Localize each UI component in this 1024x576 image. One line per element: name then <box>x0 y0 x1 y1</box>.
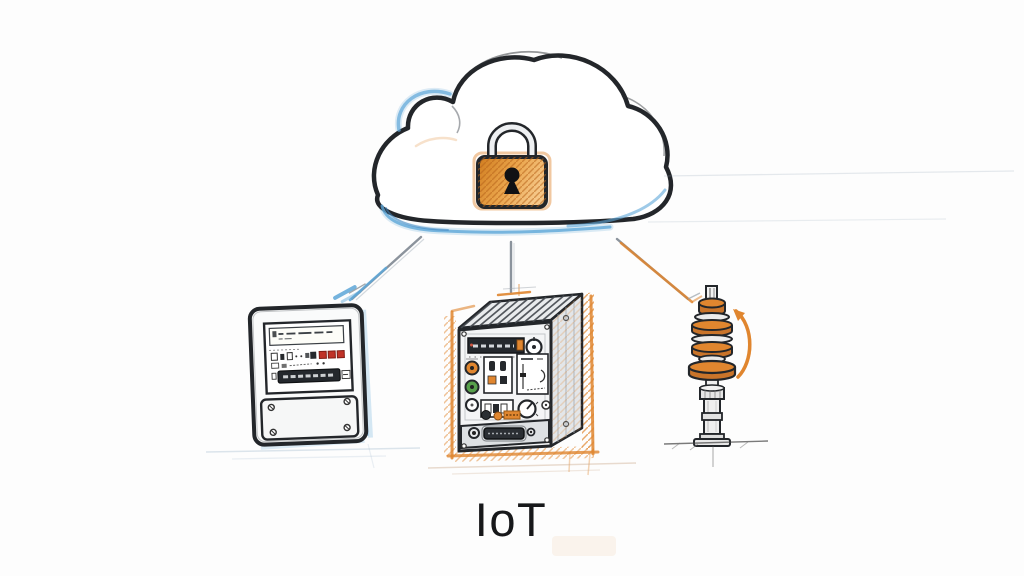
warning-label <box>503 410 521 420</box>
meter-screws <box>267 397 351 437</box>
caption-iot: IoT <box>475 493 547 546</box>
unit-corner-screws <box>461 324 550 449</box>
unit-display <box>467 337 525 354</box>
connection-line-controller <box>496 240 537 297</box>
antenna-icon <box>663 285 769 467</box>
smart-meter-icon <box>247 283 373 450</box>
antenna-discs <box>687 297 737 382</box>
connection-line-meter <box>348 235 425 302</box>
unit-front-details <box>464 337 551 421</box>
antenna-base <box>663 433 769 467</box>
control-unit-icon <box>444 292 600 476</box>
caption-smudge <box>552 536 616 556</box>
rotation-arrow-icon <box>733 309 752 379</box>
unit-connector <box>468 425 536 442</box>
padlock-icon <box>472 122 552 211</box>
meter-panel-details <box>268 324 351 384</box>
cloud-icon <box>371 50 1015 236</box>
meter-lower-cover <box>259 395 360 441</box>
cloud-outline <box>371 53 674 226</box>
antenna-mast <box>699 379 725 435</box>
meter-ground-lines <box>205 443 421 469</box>
connection-line-antenna <box>615 237 703 304</box>
unit-side-details <box>551 294 582 446</box>
keyhole <box>504 167 520 183</box>
unit-ground-lines <box>427 462 637 475</box>
unit-top-ribs <box>460 294 574 329</box>
